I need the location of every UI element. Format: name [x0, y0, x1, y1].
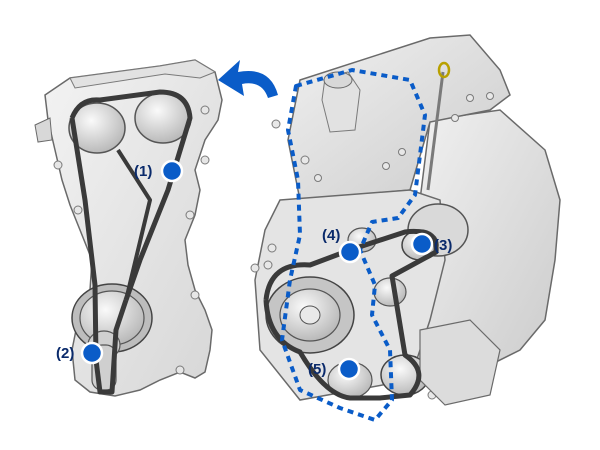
blue-dot-marker-icon: [337, 357, 361, 381]
blue-dot-marker-icon: [160, 159, 184, 183]
callout-3: (3): [410, 232, 452, 256]
blue-dot-marker-icon: [80, 341, 104, 365]
callout-1: (1): [134, 159, 184, 183]
callout-4: (4): [322, 227, 362, 264]
callout-2: (2): [56, 341, 104, 365]
callout-1-label: (1): [134, 163, 152, 180]
accessory-belt: [263, 228, 439, 401]
engine-block: [250, 34, 561, 406]
curved-arrow-left-icon: [218, 60, 278, 98]
callout-5-label: (5): [308, 361, 326, 378]
callout-3-label: (3): [434, 237, 452, 254]
highlight-outline: [280, 68, 427, 422]
timing-belt: [69, 89, 193, 395]
blue-dot-marker-icon: [338, 240, 362, 264]
callout-4-label: (4): [322, 227, 340, 244]
blue-dot-marker-icon: [410, 232, 434, 256]
callout-2-label: (2): [56, 345, 74, 362]
callout-5: (5): [308, 357, 361, 381]
dipstick-handle: [437, 61, 451, 79]
camshaft-sprockets: [68, 92, 192, 154]
